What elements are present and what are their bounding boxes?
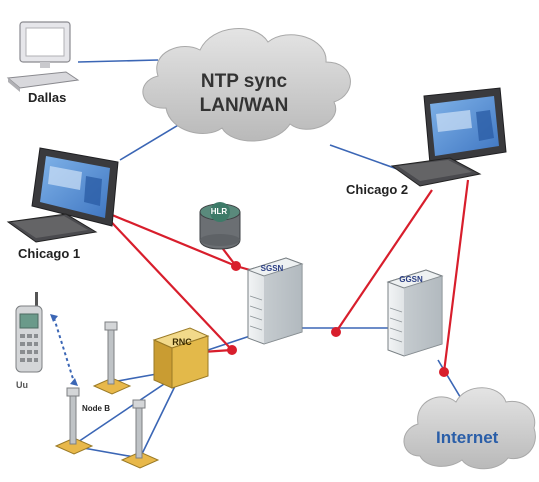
dallas-label: Dallas (28, 90, 67, 105)
ntp-cloud (142, 28, 351, 142)
node-b-antenna-icon (92, 321, 132, 395)
link-rnc-nodeb2 (71, 379, 171, 447)
rnc-box-icon (152, 327, 210, 389)
mobile-phone-icon (15, 292, 43, 373)
sync-chicago1-rnc (99, 209, 233, 351)
internet-label: Internet (436, 428, 499, 447)
hlr-database-icon (199, 202, 241, 250)
hlr-label: HLR (210, 207, 228, 216)
uu-radio-link (50, 314, 78, 386)
junction-internet (439, 367, 449, 377)
ggsn-label: GGSN (399, 275, 423, 284)
dallas-computer-icon (6, 21, 80, 92)
chicago1-label: Chicago 1 (18, 246, 81, 261)
node-b-label: Node B (82, 404, 110, 413)
node-b-antenna-icon (54, 387, 94, 455)
ntp-cloud-label: NTP sync LAN/WAN (178, 70, 310, 118)
ntp-cloud-line1: NTP sync (200, 71, 288, 92)
internet-cloud (403, 387, 536, 470)
node-b-antenna-icon (120, 399, 160, 469)
junction-sgsn (231, 261, 241, 271)
ntp-cloud-line2: LAN/WAN (199, 95, 289, 116)
link-cloud-chicago2 (329, 144, 401, 171)
uu-label: Uu (16, 380, 28, 390)
chicago2-computer-icon (390, 87, 507, 187)
ggsn-server-icon (386, 269, 444, 357)
sync-junctions (227, 261, 449, 377)
junction-ggsn (331, 327, 341, 337)
chicago1-computer-icon (6, 147, 119, 243)
sync-chicago2-ggsn (335, 189, 433, 333)
rnc-label: RNC (172, 337, 192, 347)
sgsn-server-icon (246, 257, 304, 345)
sgsn-label: SGSN (260, 264, 284, 273)
sync-chicago2-internet (442, 179, 470, 373)
link-ggsn-internet (437, 359, 463, 401)
link-dallas-cloud (77, 59, 159, 63)
chicago2-label: Chicago 2 (346, 182, 409, 197)
link-rnc-nodeb3 (139, 383, 177, 459)
junction-rnc (227, 345, 237, 355)
